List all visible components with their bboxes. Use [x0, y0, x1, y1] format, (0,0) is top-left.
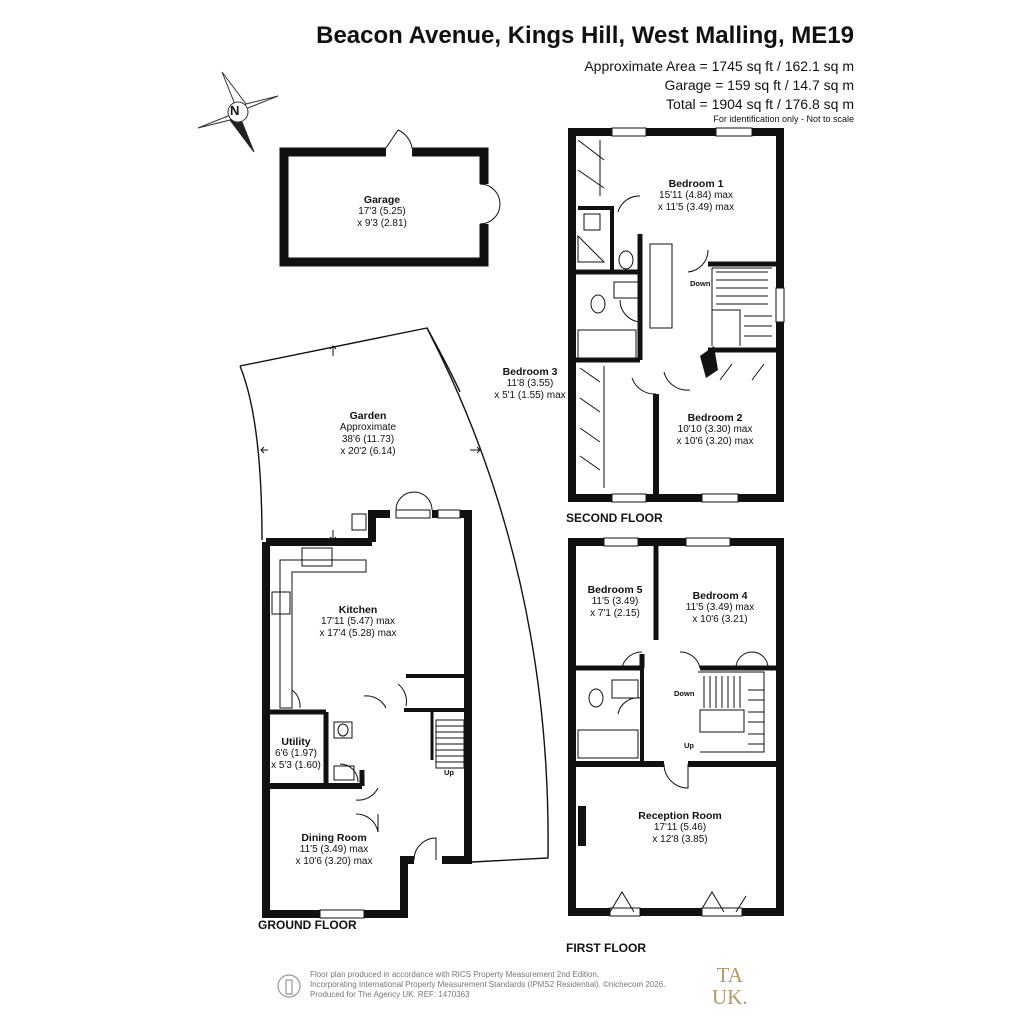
room-bedroom-4: Bedroom 4 11'5 (3.49) max x 10'6 (3.21) [686, 590, 754, 626]
room-bedroom-5: Bedroom 5 11'5 (3.49) x 7'1 (2.15) [588, 584, 643, 620]
room-dim: x 20'2 (6.14) [340, 446, 396, 457]
stair-label-ground-up: Up [444, 768, 454, 777]
room-dim: 10'10 (3.30) max [677, 424, 753, 435]
room-name: Dining Room [301, 832, 367, 844]
room-dim: x 12'8 (3.85) [652, 834, 708, 845]
room-name: Garage [363, 194, 401, 206]
room-bedroom-1: Bedroom 1 15'11 (4.84) max x 11'5 (3.49)… [658, 178, 734, 214]
room-dim: x 17'4 (5.28) max [319, 628, 397, 639]
brand-logo-bottom: UK. [712, 985, 748, 1009]
room-garden: Garden Approximate 38'6 (11.73) x 20'2 (… [340, 410, 396, 458]
room-name: Reception Room [638, 810, 722, 822]
footer-line: Produced for The Agency UK. REF: 1470363 [310, 990, 470, 999]
room-name: Utility [281, 736, 311, 748]
disclaimer: For identification only - Not to scale [713, 114, 854, 124]
room-dim: x 7'1 (2.15) [590, 608, 640, 619]
room-dim: 11'5 (3.49) max [299, 844, 369, 855]
garage-area-line: Garage = 159 sq ft / 14.7 sq m [664, 77, 855, 93]
room-dim: x 10'6 (3.21) [692, 614, 748, 625]
room-dim: 11'5 (3.49) [591, 596, 639, 607]
room-dim: x 10'6 (3.20) max [676, 436, 754, 447]
brand-logo-top: TA [716, 963, 743, 987]
garden-boundary [239, 327, 549, 863]
room-dim: 6'6 (1.97) [275, 748, 317, 759]
first-floor-walls [568, 537, 784, 917]
room-name: Kitchen [338, 604, 378, 616]
stair-label-first-up: Up [684, 741, 694, 750]
room-dim: x 9'3 (2.81) [357, 218, 407, 229]
room-dim: x 11'5 (3.49) max [657, 202, 735, 213]
room-name: Bedroom 2 [687, 412, 743, 424]
room-reception: Reception Room 17'11 (5.46) x 12'8 (3.85… [638, 810, 721, 846]
floor-label-first: FIRST FLOOR [566, 941, 646, 955]
room-bedroom-3: Bedroom 3 11'8 (3.55) x 5'1 (1.55) max [494, 366, 565, 402]
brand-logo: TA UK. [712, 964, 748, 1008]
stair-label-second-down: Down [690, 279, 711, 288]
total-area-line: Total = 1904 sq ft / 176.8 sq m [666, 96, 854, 112]
room-name: Bedroom 3 [502, 366, 558, 378]
room-dim: 15'11 (4.84) max [659, 190, 733, 201]
room-kitchen: Kitchen 17'11 (5.47) max x 17'4 (5.28) m… [320, 604, 397, 640]
room-dining: Dining Room 11'5 (3.49) max x 10'6 (3.20… [296, 832, 373, 868]
room-dim: 11'5 (3.49) max [685, 602, 755, 613]
room-name: Bedroom 5 [587, 584, 643, 596]
approximate-area-line: Approximate Area = 1745 sq ft / 162.1 sq… [584, 58, 854, 74]
room-dim: 17'11 (5.46) [653, 822, 707, 833]
rics-logo-icon [277, 974, 301, 998]
second-floor-walls [568, 127, 785, 503]
room-name: Bedroom 4 [692, 590, 748, 602]
room-bedroom-2: Bedroom 2 10'10 (3.30) max x 10'6 (3.20)… [677, 412, 754, 448]
room-garage: Garage 17'3 (5.25) x 9'3 (2.81) [357, 194, 407, 230]
room-dim: 17'3 (5.25) [358, 206, 406, 217]
ground-floor-walls [262, 491, 472, 919]
garage-walls [279, 129, 501, 267]
room-name: Bedroom 1 [668, 178, 724, 190]
compass-rose-icon [197, 71, 279, 153]
room-dim: 11'8 (3.55) [506, 378, 554, 389]
stair-label-first-down: Down [674, 689, 695, 698]
floor-label-ground: GROUND FLOOR [258, 918, 357, 932]
room-utility: Utility 6'6 (1.97) x 5'3 (1.60) [271, 736, 321, 772]
compass-north-label: N [230, 103, 240, 118]
room-dim: 38'6 (11.73) [341, 434, 395, 445]
footer-text: Floor plan produced in accordance with R… [310, 970, 665, 1000]
room-dim: x 5'1 (1.55) max [494, 390, 566, 401]
room-dim: x 5'3 (1.60) [271, 760, 321, 771]
room-dim: 17'11 (5.47) max [321, 616, 395, 627]
footer-line: Incorporating International Property Mea… [310, 980, 666, 989]
room-dim: x 10'6 (3.20) max [295, 856, 373, 867]
floor-label-second: SECOND FLOOR [566, 511, 663, 525]
property-title: Beacon Avenue, Kings Hill, West Malling,… [316, 22, 854, 49]
room-dim: Approximate [339, 422, 397, 433]
footer-line: Floor plan produced in accordance with R… [310, 970, 600, 979]
room-name: Garden [349, 410, 387, 422]
